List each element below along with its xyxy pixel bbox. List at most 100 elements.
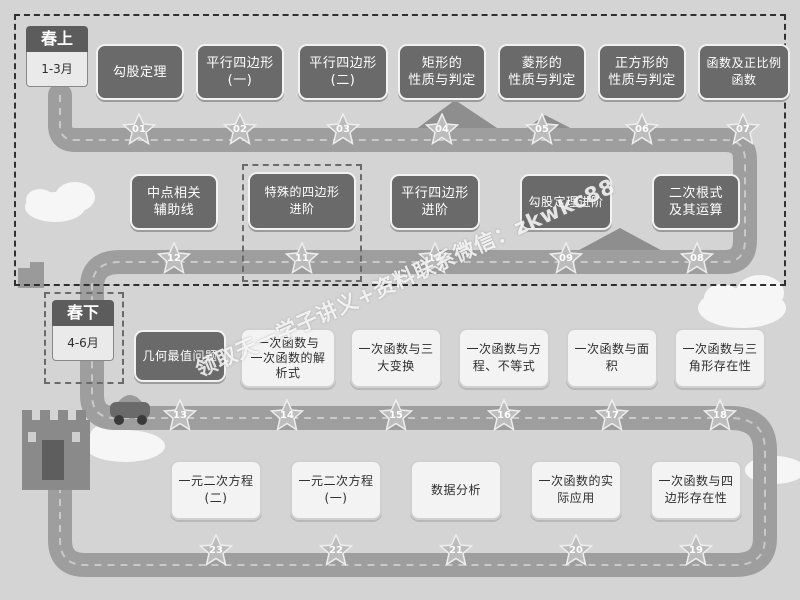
star-number: 09 (559, 253, 573, 264)
star-icon (163, 399, 197, 431)
star-number: 08 (690, 253, 704, 264)
star-number: 06 (635, 124, 649, 135)
star-number: 13 (173, 410, 187, 421)
star-icon (418, 242, 452, 274)
star-badge-07: 07 (726, 113, 760, 145)
lesson-card-11[interactable]: 特殊的四边形 进阶 (248, 172, 356, 230)
star-icon (379, 399, 413, 431)
lesson-card-02[interactable]: 平行四边形 (一) (196, 44, 284, 100)
star-number: 23 (209, 545, 223, 556)
star-badge-02: 02 (223, 113, 257, 145)
lesson-card-09[interactable]: 勾股定理进阶 (520, 174, 612, 230)
star-icon (703, 399, 737, 431)
section-title: 春上 (26, 26, 88, 52)
star-icon (726, 113, 760, 145)
section-label-spring-lower: 春下 4-6月 (52, 300, 114, 362)
lesson-card-01[interactable]: 勾股定理 (96, 44, 184, 100)
star-icon (223, 113, 257, 145)
star-badge-08: 08 (680, 242, 714, 274)
star-icon (625, 113, 659, 145)
star-number: 05 (535, 124, 549, 135)
star-badge-18: 18 (703, 399, 737, 431)
star-number: 16 (497, 410, 511, 421)
star-badge-15: 15 (379, 399, 413, 431)
lesson-card-23[interactable]: 一元二次方程 (二) (170, 460, 262, 520)
star-icon (487, 399, 521, 431)
star-badge-05: 05 (525, 113, 559, 145)
lesson-card-06[interactable]: 正方形的 性质与判定 (598, 44, 686, 100)
section-label-spring-upper: 春上 1-3月 (26, 26, 88, 88)
lesson-card-21[interactable]: 数据分析 (410, 460, 502, 520)
lesson-card-17[interactable]: 一次函数与面 积 (566, 328, 658, 388)
star-number: 11 (295, 253, 309, 264)
section-title: 春下 (52, 300, 114, 326)
star-badge-19: 19 (679, 534, 713, 566)
star-icon (157, 242, 191, 274)
star-badge-06: 06 (625, 113, 659, 145)
star-number: 04 (435, 124, 449, 135)
star-number: 01 (132, 124, 146, 135)
star-badge-20: 20 (559, 534, 593, 566)
star-badge-09: 09 (549, 242, 583, 274)
star-number: 17 (605, 410, 619, 421)
star-number: 22 (329, 545, 343, 556)
star-badge-22: 22 (319, 534, 353, 566)
star-badge-21: 21 (439, 534, 473, 566)
star-icon (559, 534, 593, 566)
star-icon (326, 113, 360, 145)
star-number: 03 (336, 124, 350, 135)
star-icon (679, 534, 713, 566)
tower-decoration (18, 262, 44, 288)
star-icon (680, 242, 714, 274)
star-number: 02 (233, 124, 247, 135)
section-months: 1-3月 (26, 52, 88, 87)
star-badge-17: 17 (595, 399, 629, 431)
lesson-card-03[interactable]: 平行四边形 (二) (298, 44, 388, 100)
star-number: 19 (689, 545, 703, 556)
lesson-card-07[interactable]: 函数及正比例 函数 (698, 44, 790, 100)
lesson-card-22[interactable]: 一元二次方程 (一) (290, 460, 382, 520)
star-icon (525, 113, 559, 145)
star-icon (439, 534, 473, 566)
car-icon (110, 395, 150, 425)
lesson-card-08[interactable]: 二次根式 及其运算 (652, 174, 740, 230)
highlight-frame-lesson-11 (242, 164, 362, 282)
star-icon (199, 534, 233, 566)
lesson-card-13[interactable]: 几何最值问题 (134, 330, 226, 382)
lesson-card-14[interactable]: 一次函数与 一次函数的解 析式 (240, 328, 336, 388)
star-badge-03: 03 (326, 113, 360, 145)
lesson-card-19[interactable]: 一次函数与四 边形存在性 (650, 460, 742, 520)
star-badge-11: 11 (285, 242, 319, 274)
star-icon (285, 242, 319, 274)
star-number: 12 (167, 253, 181, 264)
star-icon (595, 399, 629, 431)
star-number: 21 (449, 545, 463, 556)
lesson-card-05[interactable]: 菱形的 性质与判定 (498, 44, 586, 100)
lesson-card-04[interactable]: 矩形的 性质与判定 (398, 44, 486, 100)
star-icon (270, 399, 304, 431)
star-icon (122, 113, 156, 145)
star-number: 18 (713, 410, 727, 421)
lesson-card-12[interactable]: 中点相关 辅助线 (130, 174, 218, 230)
star-badge-04: 04 (425, 113, 459, 145)
star-number: 07 (736, 124, 750, 135)
star-badge-23: 23 (199, 534, 233, 566)
star-number: 20 (569, 545, 583, 556)
lesson-card-18[interactable]: 一次函数与三 角形存在性 (674, 328, 766, 388)
spring-upper-frame (14, 14, 786, 286)
star-badge-16: 16 (487, 399, 521, 431)
spring-lower-frame (44, 292, 124, 384)
star-number: 15 (389, 410, 403, 421)
lesson-card-20[interactable]: 一次函数的实 际应用 (530, 460, 622, 520)
star-badge-10: 10 (418, 242, 452, 274)
lesson-card-16[interactable]: 一次函数与方 程、不等式 (458, 328, 550, 388)
lesson-card-15[interactable]: 一次函数与三 大变换 (350, 328, 442, 388)
star-badge-01: 01 (122, 113, 156, 145)
section-months: 4-6月 (52, 326, 114, 361)
lesson-card-10[interactable]: 平行四边形 进阶 (390, 174, 480, 230)
star-badge-14: 14 (270, 399, 304, 431)
star-number: 14 (280, 410, 294, 421)
star-icon (319, 534, 353, 566)
